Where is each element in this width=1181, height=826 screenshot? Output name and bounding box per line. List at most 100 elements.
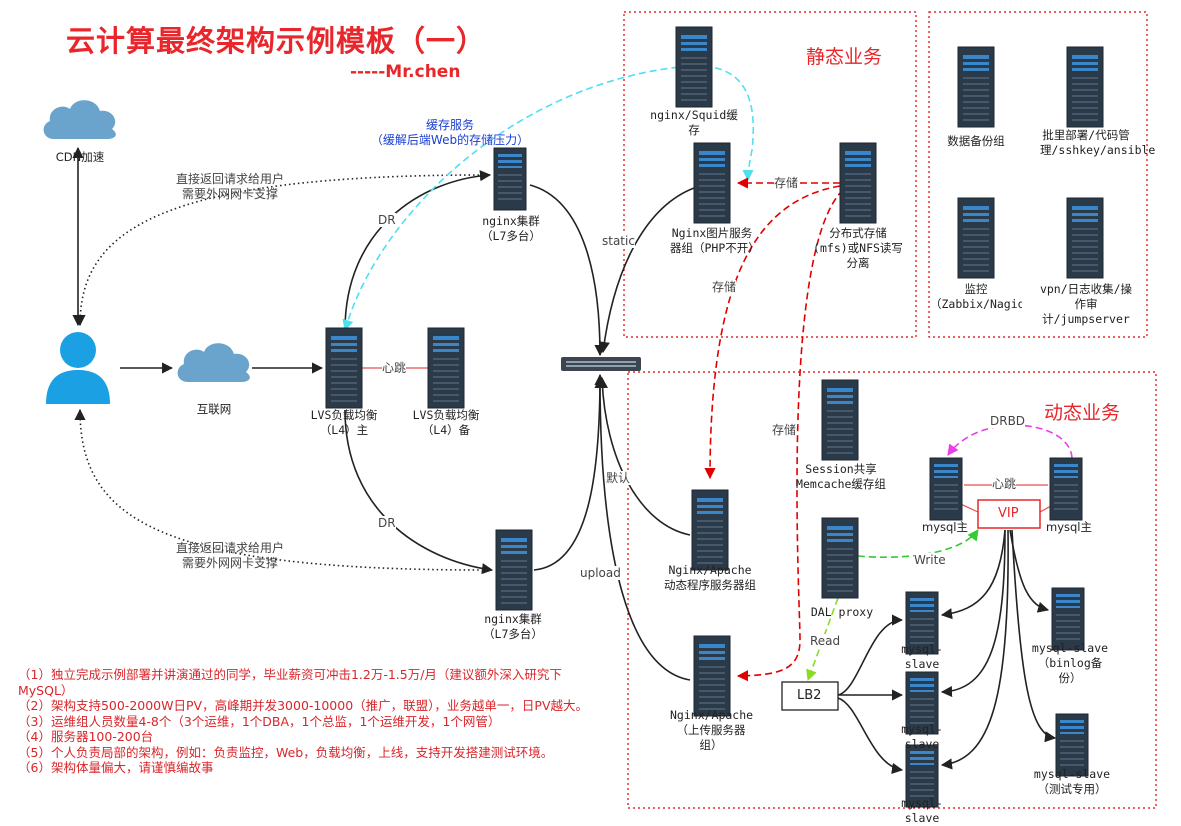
mysql-slave2-label: mysql-slave <box>901 722 943 748</box>
cache-service-title: 缓存服务 <box>425 118 474 132</box>
mysql-master1-server-icon <box>929 457 963 521</box>
vip-to-slave2-edge <box>940 529 1006 698</box>
mysql-master2-label: mysql主 <box>1046 520 1092 534</box>
vip-label: VIP <box>998 506 1019 521</box>
lb2-to-slave3-edge <box>837 697 904 774</box>
apache-upload-label: Nginx/Apache（上传服务器组） <box>670 708 754 752</box>
lvs-heartbeat-label: 心跳 <box>382 361 407 375</box>
mysql-heartbeat-label: 心跳 <box>992 477 1017 491</box>
lvs-backup-server-icon <box>427 327 465 409</box>
cache-service-subtitle: （缓解后端Web的存储压力） <box>370 133 530 147</box>
lvs-backup-label: LVS负载均衡（L4）备 <box>412 408 480 437</box>
nginx-top-to-switch-edge <box>529 184 606 357</box>
dr-top-label: DR <box>378 213 396 227</box>
mysql-binlog-label: mysql-slave（binlog备份） <box>1031 641 1109 685</box>
nginx-top-label: nginx集群（L7多台） <box>481 214 541 243</box>
lvs-to-nginx-top-edge <box>344 170 492 331</box>
mysql-slave3-label: mysql-slave <box>901 796 943 825</box>
vip-box <box>977 499 1041 529</box>
direct-return-bottom-line2: 需要外网网卡支撑 <box>181 556 278 570</box>
store3-label: 存储 <box>772 423 797 437</box>
lb2-box <box>781 681 839 711</box>
diagram-title: 云计算最终架构示例模板（一） <box>66 24 487 58</box>
nginx-top-server-icon <box>493 147 527 211</box>
dynamic-region <box>627 371 1157 809</box>
deploy-label: 批里部署/代码管理/sshkey/ansible <box>1040 128 1156 157</box>
nginx-img-server-icon <box>693 142 731 224</box>
user-icon <box>46 332 110 404</box>
upload-edge <box>594 376 691 681</box>
static-label: static <box>602 234 635 248</box>
dist-storage-server-icon <box>839 142 877 224</box>
read-edge <box>806 597 839 682</box>
default-edge <box>596 376 691 536</box>
store1-label: 存储 <box>774 176 799 190</box>
dal-server-icon <box>821 517 859 599</box>
notes-list: （1）独立完成示例部署并讲演通过的同学，毕业薪资可冲击1.2万-1.5万/月（建… <box>18 667 598 776</box>
deploy-server-icon <box>1066 46 1104 128</box>
direct-return-top-edge <box>74 174 485 327</box>
nginx-img-label: Nginx图片服务器组（PHP不开） <box>670 226 760 255</box>
backup-server-icon <box>957 46 995 128</box>
lvs-master-label: LVS负载均衡（L4）主 <box>310 408 378 437</box>
lvs-master-server-icon <box>325 327 363 409</box>
direct-return-bottom-line1: 直接返回请求给用户 <box>175 541 284 555</box>
dr-bottom-label: DR <box>378 516 396 530</box>
static-region-title: 静态业务 <box>806 46 883 68</box>
ops-region <box>928 11 1148 338</box>
internet-label: 互联网 <box>196 402 232 416</box>
backup-label: 数据备份组 <box>947 134 1005 148</box>
nginx-bottom-to-switch-edge <box>533 373 606 571</box>
note-item: （4）服务器100-200台 <box>18 729 154 744</box>
upload-label: upload <box>580 566 621 580</box>
vpn-server-icon <box>1066 197 1104 279</box>
note-item: （2）架构支持500-2000W日PV，高峰期并发3000-10000（推广，联… <box>18 698 589 713</box>
diagram-author: -----Mr.chen <box>350 62 461 82</box>
direct-return-top-line2: 需要外网网卡支撑 <box>181 187 278 201</box>
direct-return-top-note: 直接返回请求给用户 需要外网网卡支撑 <box>150 172 310 202</box>
direct-return-top-line1: 直接返回请求给用户 <box>175 172 284 186</box>
lb2-label: LB2 <box>797 688 822 703</box>
dist-storage-label: 分布式存储(mfs)或NFS读写分离 <box>813 226 903 270</box>
note-item: （6）架构体量偏大，请谨慎编故事 <box>18 760 214 775</box>
mysql-master2-server-icon <box>1049 457 1083 521</box>
cache-service-note: 缓存服务 （缓解后端Web的存储压力） <box>350 118 550 148</box>
note-item: （3）运维组人员数量4-8个（3个运维，1个DBA，1个总监，1个运维开发，1个… <box>18 713 501 729</box>
apache-dyn-server-icon <box>691 489 729 571</box>
write-label: Write <box>914 553 946 567</box>
vip-to-slave1-edge <box>940 529 1006 620</box>
default-label: 默认 <box>606 471 631 485</box>
nginx-bottom-label: nginx集群（L7多台） <box>483 612 543 641</box>
note-item: （1）独立完成示例部署并讲演通过的同学，毕业薪资可冲击1.2万-1.5万/月（建… <box>18 667 562 698</box>
dynamic-region-title: 动态业务 <box>1044 402 1121 424</box>
switch-icon <box>561 357 641 371</box>
cache-service-edge <box>342 65 754 332</box>
monitor-server-icon <box>957 197 995 279</box>
direct-return-bottom-note: 直接返回请求给用户 需要外网网卡支撑 <box>150 541 310 571</box>
squid-server-icon <box>675 26 713 108</box>
internet-cloud-icon <box>177 343 250 382</box>
vip-to-test-edge <box>1011 529 1057 743</box>
store2-label: 存储 <box>712 280 737 294</box>
apache-upload-server-icon <box>693 635 731 717</box>
vpn-label: vpn/日志收集/操作审计/jumpserver <box>1039 282 1133 326</box>
drbd-label: DRBD <box>990 414 1026 428</box>
vip-to-slave3-edge <box>940 529 1009 770</box>
static-edge <box>598 187 695 354</box>
nginx-bottom-server-icon <box>495 529 533 611</box>
cdn-label: CDN加速 <box>55 150 105 164</box>
monitor-label: 监控（Zabbix/Nagios/Cacti） <box>930 282 1022 311</box>
note-item: （5）个人负责局部的架构，例如：负责监控，Web，负载均衡，上线，支持开发搭建测… <box>18 744 554 760</box>
lb2-to-slave1-edge <box>837 614 904 696</box>
storage-to-apache-upload-edge <box>736 189 844 682</box>
read-label: Read <box>810 634 841 648</box>
squid-label: nginx/Squid缓存 <box>650 108 738 137</box>
mysql-slave1-label: mysql-slave <box>901 642 943 671</box>
mysql-test-label: mysql-slave（测试专用） <box>1033 767 1111 796</box>
cdn-cloud-icon <box>43 100 116 139</box>
session-server-icon <box>821 379 859 461</box>
dal-label: DAL proxy <box>810 605 874 619</box>
drbd-edge <box>947 424 1073 459</box>
apache-dyn-label: Nginx/Apache动态程序服务器组 <box>664 563 756 592</box>
